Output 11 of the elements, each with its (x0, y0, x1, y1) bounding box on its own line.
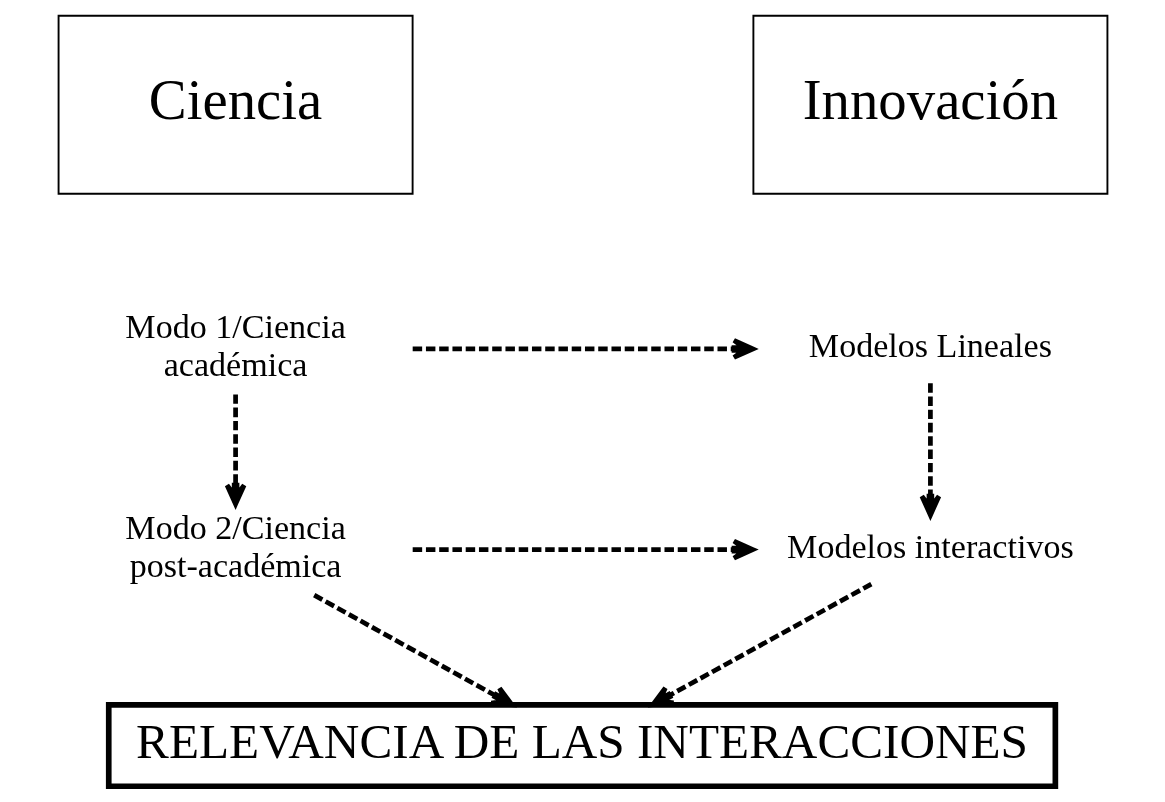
node-box: Innovación (751, 14, 1108, 195)
arrow (919, 383, 941, 518)
arrow (224, 394, 246, 507)
node-text: Modelos Lineales (808, 327, 1052, 365)
node-text: Modelos interactivos (786, 527, 1074, 565)
node-text: Modo 2/Ciencia post-académica (124, 509, 346, 584)
node-text: Modo 1/Ciencia académica (124, 308, 346, 384)
arrow (650, 582, 872, 707)
arrow (312, 593, 514, 708)
node-box: Ciencia (57, 14, 414, 195)
node-box: RELEVANCIA DE LAS INTERACCIONES (105, 702, 1058, 790)
